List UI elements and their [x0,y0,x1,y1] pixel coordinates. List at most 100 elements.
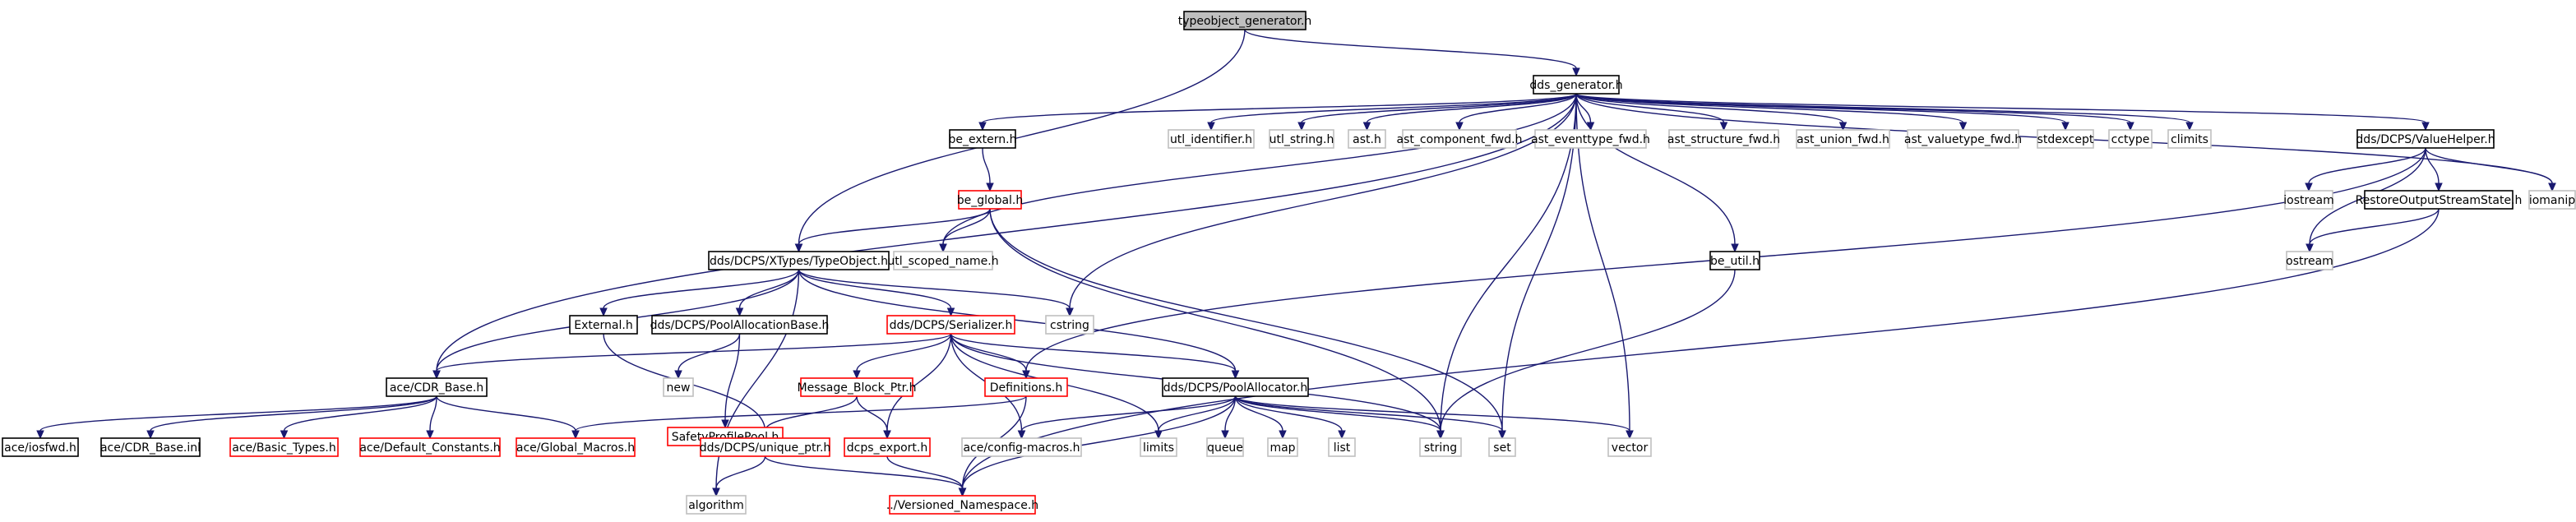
node-poolallocationbase[interactable]: dds/DCPS/PoolAllocationBase.h [650,315,830,335]
node-label: dds/DCPS/Serializer.h [890,319,1013,332]
edge-poolallocationbase-to-safetyprofilepool [721,333,741,429]
node-new: new [663,377,694,397]
node-label: be_global.h [957,194,1024,207]
node-restoreoutput[interactable]: RestoreOutputStreamState.h [2356,190,2523,210]
edge-line [1301,93,1577,123]
edge-cdr_base-to-ace_iosfwd [36,395,437,440]
edge-line [1244,29,1577,69]
node-box [961,437,1082,457]
edge-dds_generator-to-utl_identifier [1207,93,1577,132]
edge-dds_generator-to-ast_valuetype_fwd [1575,93,1968,132]
edge-line [1575,93,1630,432]
edge-line [1020,395,1237,432]
edge-valuehelper-to-iomanip [2425,147,2556,192]
edge-line [1234,395,1283,432]
edge-arrowhead [1297,122,1306,132]
node-map: map [1267,437,1298,457]
node-box [516,437,636,457]
node-label: dcps_export.h [847,441,927,455]
node-box [2,437,79,457]
node-box [1206,437,1244,457]
node-box [1607,437,1652,457]
node-ast-component-fwd: ast_component_fwd.h [1397,129,1522,149]
edge-arrowhead [2126,122,2134,132]
edge-line [715,455,766,489]
node-label: ast_structure_fwd.h [1667,133,1780,146]
edge-arrowhead [36,430,44,440]
edge-dds_generator-to-valuehelper [1575,93,2430,132]
node-box [2037,129,2094,149]
edge-arrowhead [146,430,155,440]
edge-serializer-to-definitions [950,333,1030,380]
edge-restoreoutput-to-versioned_namespace [958,208,2440,497]
edge-cdr_base-to-default_constants [426,395,437,440]
node-label: ace/CDR_Base.h [390,381,483,395]
node-versioned-namespace[interactable]: ../Versioned_Namespace.h [886,495,1038,515]
node-cstring: cstring [1045,315,1094,335]
edge-cdr_base-to-cdr_base_inl [146,395,437,440]
node-label: string [1424,441,1457,455]
edge-arrowhead [794,243,803,253]
node-be-util[interactable]: be_util.h [1709,251,1760,270]
node-unique-ptr[interactable]: dds/DCPS/unique_ptr.h [700,437,831,457]
node-external[interactable]: External.h [569,315,638,335]
node-dcps-export[interactable]: dcps_export.h [844,437,931,457]
node-box [569,315,638,335]
node-ace-iosfwd[interactable]: ace/iosfwd.h [2,437,79,457]
node-box [1796,129,1890,149]
edge-line [429,395,437,432]
node-dds-generator[interactable]: dds_generator.h [1529,75,1623,95]
node-serializer[interactable]: dds/DCPS/Serializer.h [886,315,1015,335]
node-typeobject[interactable]: dds/DCPS/XTypes/TypeObject.h [708,251,890,270]
edge-line [436,395,576,432]
edge-poolallocator-to-config_macros [1017,395,1237,440]
edge-line [1440,93,1577,432]
node-label: limits [1143,441,1174,455]
node-cctype: cctype [2108,129,2153,149]
node-box [2167,129,2212,149]
node-label: ace/CDR_Base.inl [100,441,201,455]
node-box [1183,11,1306,30]
node-cdr-base-inl[interactable]: ace/CDR_Base.inl [100,437,201,457]
edge-typeobject_generator-to-dds_generator [1244,29,1580,77]
edge-line [1210,93,1577,123]
edge-line [1069,93,1577,309]
node-be-extern[interactable]: be_extern.h [949,129,1017,149]
edge-line [798,208,991,245]
edge-arrowhead [958,487,967,497]
node-global-macros[interactable]: ace/Global_Macros.h [516,437,636,457]
node-box [949,129,1016,149]
node-poolallocator[interactable]: dds/DCPS/PoolAllocator.h [1162,377,1309,397]
edge-restoreoutput-to-ostream [2305,208,2440,253]
node-message-block-ptr[interactable]: Message_Block_Ptr.h [798,377,917,397]
edge-line [1366,93,1577,123]
node-box [1534,129,1647,149]
edge-line [1234,395,1630,432]
edge-line [961,208,2440,489]
edge-arrowhead [1498,430,1506,440]
edge-arrowhead [1221,430,1229,440]
node-definitions[interactable]: Definitions.h [984,377,1068,397]
edge-poolallocationbase-to-new [674,333,741,380]
node-label: Message_Block_Ptr.h [798,381,917,395]
node-label: ast.h [1353,133,1381,146]
node-basic-types[interactable]: ace/Basic_Types.h [229,437,339,457]
node-set: set [1488,437,1516,457]
node-label: stdexcept [2037,133,2094,146]
edge-serializer-to-cdr_base [432,333,952,380]
node-box [2356,129,2495,149]
edge-arrowhead [939,243,947,253]
edge-dds_generator-to-cstring [1066,93,1577,317]
node-box [1140,437,1177,457]
node-valuehelper[interactable]: dds/DCPS/ValueHelper.h [2356,129,2495,149]
node-be-global[interactable]: be_global.h [957,190,1024,210]
node-algorithm: algorithm [686,495,747,515]
node-label: set [1493,441,1511,455]
edge-valuehelper-to-iostream [2305,147,2426,192]
node-label: ace/Basic_Types.h [232,441,335,455]
edge-line [150,395,437,432]
node-default-constants[interactable]: ace/Default_Constants.h [359,437,501,457]
edge-arrowhead [1207,122,1215,132]
edge-line [798,269,952,309]
node-cdr-base[interactable]: ace/CDR_Base.h [386,377,488,397]
